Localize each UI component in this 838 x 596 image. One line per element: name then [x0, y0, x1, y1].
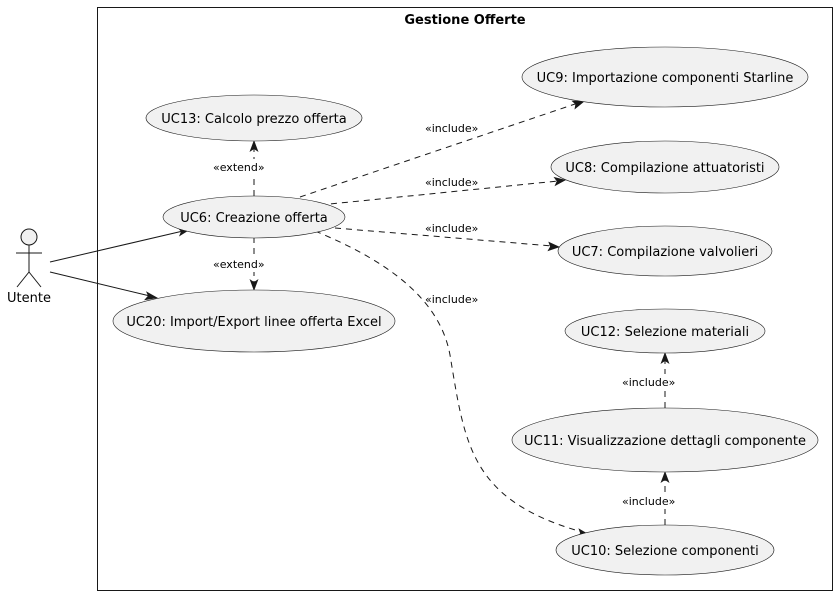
- actor-utente: Utente: [7, 228, 51, 306]
- actor-right-leg: [28, 271, 42, 288]
- uc9-ellipse: [521, 46, 809, 108]
- uc20-label: UC20: Import/Export linee offerta Excel: [126, 315, 381, 330]
- association-utente-uc6: [49, 230, 184, 263]
- use-case-uc10: UC10: Selezione componenti: [555, 524, 775, 576]
- use-case-uc9: UC9: Importazione componenti Starline: [521, 46, 809, 108]
- label-backing-extend-1: [210, 159, 272, 175]
- include-label-uc10: «include»: [425, 293, 478, 306]
- use-case-uc13: UC13: Calcolo prezzo offerta: [145, 94, 363, 142]
- extend-label-uc13: «extend»: [213, 161, 265, 174]
- label-backing-include-11: [619, 493, 685, 509]
- include-label-uc11: «include»: [622, 495, 675, 508]
- include-label-uc9: «include»: [425, 122, 478, 135]
- relation-uc6-uc9: [299, 102, 579, 198]
- uc10-ellipse: [555, 524, 775, 576]
- uc11-ellipse: [511, 407, 819, 473]
- use-case-uc11: UC11: Visualizzazione dettagli component…: [511, 407, 819, 473]
- uc7-ellipse: [557, 225, 773, 277]
- uc8-ellipse: [550, 140, 780, 194]
- arrow-uc13: [249, 140, 259, 152]
- include-label-uc12: «include»: [622, 376, 675, 389]
- arrow-uc6-uc7: [547, 241, 560, 252]
- uc6-label: UC6: Creazione offerta: [180, 211, 328, 226]
- include-label-uc8: «include»: [425, 176, 478, 189]
- label-backing-extend-2: [210, 256, 272, 272]
- actor-left-leg: [16, 271, 30, 288]
- uc7-label: UC7: Compilazione valvolieri: [572, 245, 758, 260]
- uc6-ellipse: [162, 195, 346, 239]
- use-case-uc7: UC7: Compilazione valvolieri: [557, 225, 773, 277]
- relation-uc6-uc8: [319, 180, 559, 206]
- arrow-uc20: [249, 279, 259, 291]
- actor-label: Utente: [7, 291, 51, 306]
- uc13-label: UC13: Calcolo prezzo offerta: [161, 112, 346, 127]
- association-utente-uc20: [49, 271, 151, 297]
- uc8-label: UC8: Compilazione attuatoristi: [565, 161, 764, 176]
- use-case-uc20: UC20: Import/Export linee offerta Excel: [112, 289, 396, 353]
- label-backing-include-12: [619, 374, 685, 390]
- relation-uc6-uc10: [314, 230, 583, 533]
- actor-head: [20, 228, 38, 246]
- system-title: Gestione Offerte: [404, 13, 525, 28]
- arrow-uc6-uc8: [553, 176, 566, 187]
- uc11-label: UC11: Visualizzazione dettagli component…: [524, 434, 806, 449]
- use-case-uc6: UC6: Creazione offerta: [162, 195, 346, 239]
- arrow-uc6-uc9: [571, 100, 585, 110]
- association-arrow-uc20: [144, 291, 158, 301]
- uc10-label: UC10: Selezione componenti: [571, 544, 758, 559]
- extend-label-uc20: «extend»: [213, 258, 265, 271]
- uc9-label: UC9: Importazione componenti Starline: [537, 71, 794, 86]
- arrow-uc11: [660, 471, 670, 483]
- use-case-uc8: UC8: Compilazione attuatoristi: [550, 140, 780, 194]
- uc12-ellipse: [564, 308, 766, 354]
- arrow-uc12: [660, 352, 670, 364]
- include-label-uc7: «include»: [425, 222, 478, 235]
- uc13-ellipse: [145, 94, 363, 142]
- use-case-uc12: UC12: Selezione materiali: [564, 308, 766, 354]
- uc12-label: UC12: Selezione materiali: [581, 325, 749, 340]
- uc20-ellipse: [112, 289, 396, 353]
- relation-uc6-uc7: [334, 227, 553, 247]
